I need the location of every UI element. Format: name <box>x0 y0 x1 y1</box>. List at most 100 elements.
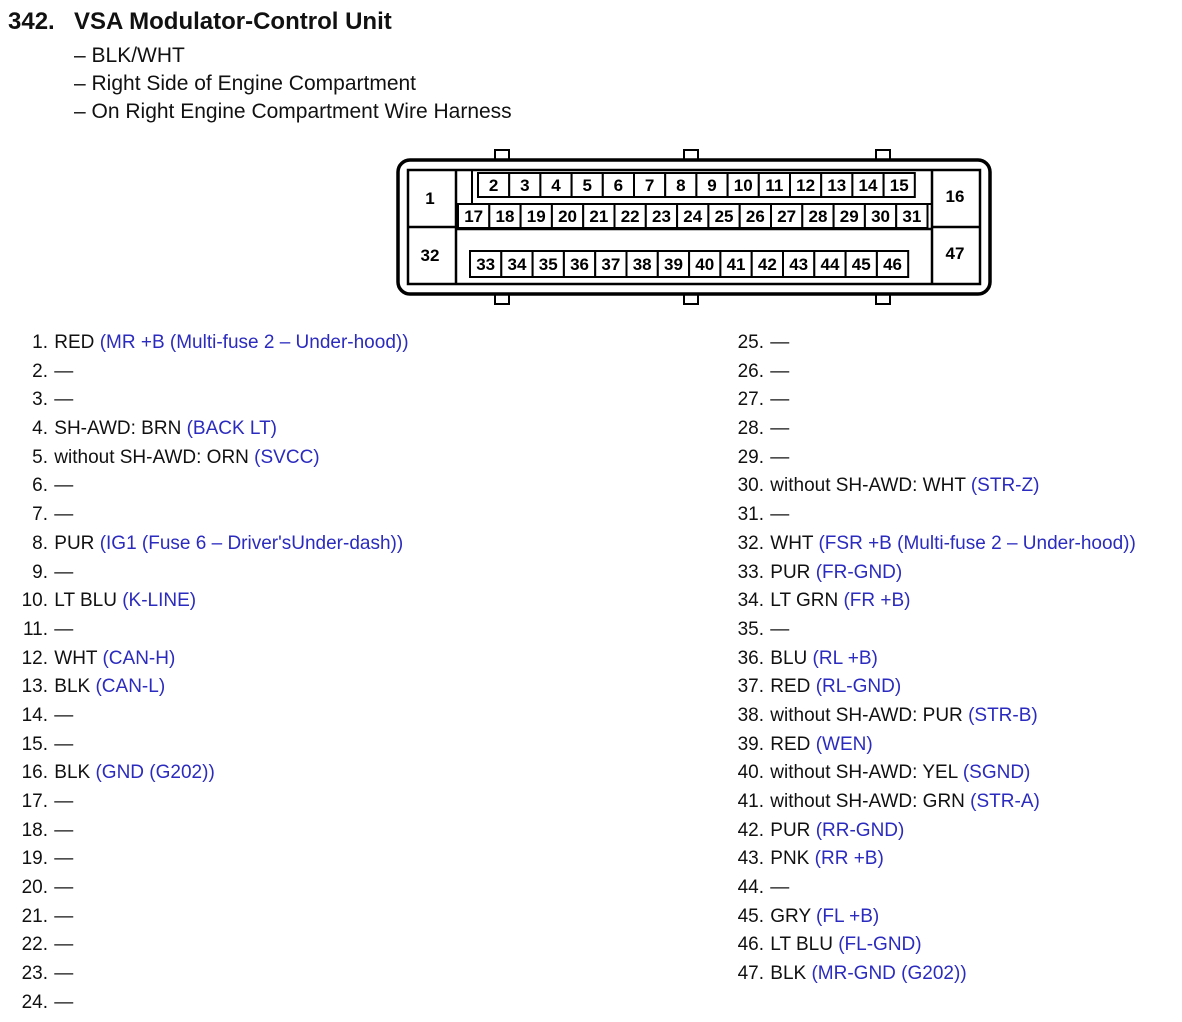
pin-label-30: 30 <box>871 207 890 226</box>
pin-cell-33 <box>469 250 503 278</box>
list-item: 38. without SH-AWD: PUR (STR-B) <box>737 704 1038 726</box>
list-item: 35. — <box>737 618 790 640</box>
pin-label-37: 37 <box>601 255 620 274</box>
pin-label-6: 6 <box>614 176 623 195</box>
detail-location: – Right Side of Engine Compartment <box>74 72 417 95</box>
list-item: 42. PUR (RR-GND) <box>737 819 905 841</box>
page-title: 342.VSA Modulator-Control Unit <box>8 8 392 36</box>
pin-label-18: 18 <box>495 207 514 226</box>
pin-label-32: 32 <box>421 246 440 265</box>
list-item: 44. — <box>737 877 790 899</box>
pin-label-33: 33 <box>476 255 495 274</box>
pin-cell-22 <box>613 203 647 229</box>
list-item: 10. LT BLU (K-LINE) <box>21 590 197 612</box>
pin-label-27: 27 <box>777 207 796 226</box>
list-item: 36. BLU (RL +B) <box>737 647 878 669</box>
list-item: 3. — <box>32 389 74 411</box>
list-item: 8. PUR (IG1 (Fuse 6 – Driver'sUnder-dash… <box>32 532 404 554</box>
pin-cell-19 <box>519 203 553 229</box>
pin-label-15: 15 <box>890 176 909 195</box>
pin-label-23: 23 <box>652 207 671 226</box>
pin-label-26: 26 <box>746 207 765 226</box>
pin-cell-17 <box>457 203 491 229</box>
list-item: 4. SH-AWD: BRN (BACK LT) <box>32 418 278 440</box>
list-item: 15. — <box>21 733 74 755</box>
list-item: 19. — <box>21 848 74 870</box>
pin-label-29: 29 <box>840 207 859 226</box>
list-item: 16. BLK (GND (G202)) <box>21 762 215 784</box>
list-item: 27. — <box>737 389 790 411</box>
pin-cell-36 <box>562 250 597 278</box>
pin-label-24: 24 <box>683 207 702 226</box>
pin-cell-21 <box>582 203 616 229</box>
pin-cell-24 <box>676 203 710 229</box>
pin-label-1: 1 <box>425 189 434 208</box>
list-item: 11. — <box>22 618 74 640</box>
pin-label-47: 47 <box>946 244 965 263</box>
pin-cell-10 <box>726 172 760 198</box>
list-item: 25. — <box>737 332 790 353</box>
detail-harness: – On Right Engine Compartment Wire Harne… <box>74 100 512 123</box>
list-item: 9. — <box>32 561 74 583</box>
list-item: 28. — <box>737 418 790 440</box>
list-item: 5. without SH-AWD: ORN (SVCC) <box>32 446 320 468</box>
pin-label-21: 21 <box>589 207 608 226</box>
list-item: 6. — <box>32 475 74 497</box>
list-item: 39. RED (WEN) <box>737 733 873 755</box>
list-item: 7. — <box>32 504 74 526</box>
pin-cell-31 <box>895 203 929 229</box>
pin-label-39: 39 <box>664 255 683 274</box>
pin-label-9: 9 <box>707 176 716 195</box>
list-item: 40. without SH-AWD: YEL (SGND) <box>737 762 1031 784</box>
pin-label-5: 5 <box>582 176 591 195</box>
list-item: 26. — <box>737 360 790 382</box>
list-item: 17. — <box>21 791 74 812</box>
pin-label-4: 4 <box>551 176 561 195</box>
pin-label-35: 35 <box>539 255 558 274</box>
list-item: 31. — <box>737 504 790 526</box>
pin-list-right: 25. — 26. — 27. — 28. — 29. — 30. withou… <box>724 329 1136 989</box>
pin-label-16: 16 <box>946 187 965 206</box>
pin-label-12: 12 <box>796 176 815 195</box>
pin-label-19: 19 <box>527 207 546 226</box>
pin-label-20: 20 <box>558 207 577 226</box>
pin-label-31: 31 <box>902 207 921 226</box>
pin-cell-2 <box>477 172 511 198</box>
pin-cell-27 <box>770 203 804 229</box>
component-details: – BLK/WHT – Right Side of Engine Compart… <box>74 42 512 126</box>
list-item: 47. BLK (MR-GND (G202)) <box>737 963 967 985</box>
list-item: 2. — <box>32 360 74 382</box>
list-item: 20. — <box>21 877 74 899</box>
list-item: 14. — <box>21 704 74 726</box>
pin-cell-26 <box>738 203 773 229</box>
pin-label-41: 41 <box>727 255 746 274</box>
list-item: 23. — <box>21 963 74 985</box>
pin-label-38: 38 <box>633 255 652 274</box>
pin-label-13: 13 <box>827 176 846 195</box>
pin-label-10: 10 <box>734 176 753 195</box>
pin-cell-44 <box>813 250 847 278</box>
pin-label-11: 11 <box>765 176 783 195</box>
pin-cell-13 <box>820 172 854 198</box>
pin-label-40: 40 <box>695 255 714 274</box>
pin-label-44: 44 <box>820 255 839 274</box>
list-item: 21. — <box>21 905 74 927</box>
list-item: 22. — <box>21 934 74 956</box>
pin-cell-39 <box>656 250 691 278</box>
pin-label-17: 17 <box>464 207 483 226</box>
pin-list-left: 1. RED (MR +B (Multi-fuse 2 – Under-hood… <box>8 329 409 1018</box>
pin-label-46: 46 <box>883 255 902 274</box>
pin-cell-34 <box>500 250 534 278</box>
list-item: 41. without SH-AWD: GRN (STR-A) <box>737 791 1040 812</box>
pin-label-22: 22 <box>621 207 640 226</box>
list-item: 45. GRY (FL +B) <box>737 905 880 927</box>
component-name: VSA Modulator-Control Unit <box>74 8 392 35</box>
list-item: 30. without SH-AWD: WHT (STR-Z) <box>737 475 1040 497</box>
pin-label-8: 8 <box>676 176 685 195</box>
list-item: 34. LT GRN (FR +B) <box>737 590 911 612</box>
pin-label-2: 2 <box>489 176 498 195</box>
list-item: 33. PUR (FR-GND) <box>737 561 903 583</box>
pin-cell-46 <box>875 250 910 278</box>
pin-cell-28 <box>801 203 835 229</box>
